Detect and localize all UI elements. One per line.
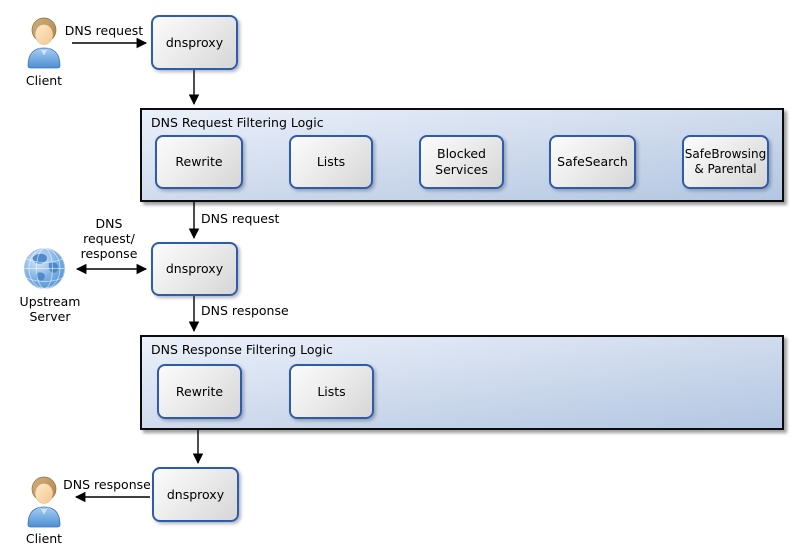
client-icon [27, 17, 61, 69]
client-bottom-label: Client [25, 531, 63, 546]
edge-label-dns-response-mid: DNS response [201, 303, 289, 318]
client-top-label: Client [25, 73, 63, 88]
upstream-server-label: Upstream Server [19, 294, 81, 324]
edge-label-client-request: DNS request [64, 23, 144, 38]
response-lists-node: Lists [289, 364, 374, 419]
response-filtering-container: DNS Response Filtering Logic Rewrite Lis… [140, 335, 784, 430]
edge-label-upstream-exchange: DNS request/ response [80, 216, 138, 261]
edge-label-client-response: DNS response [63, 477, 151, 492]
edge-label-dns-request-mid: DNS request [201, 211, 280, 226]
blocked-services-node: Blocked Services [419, 135, 504, 189]
request-rewrite-node: Rewrite [155, 135, 243, 189]
dnsproxy-node-middle: dnsproxy [151, 242, 238, 296]
upstream-server-icon [23, 247, 66, 290]
client-icon-bottom [27, 476, 61, 528]
response-filtering-title: DNS Response Filtering Logic [151, 342, 333, 357]
request-filtering-container: DNS Request Filtering Logic Rewrite List… [140, 108, 784, 202]
request-filtering-title: DNS Request Filtering Logic [151, 115, 324, 130]
dnsproxy-node-top: dnsproxy [151, 15, 238, 70]
response-rewrite-node: Rewrite [157, 364, 242, 419]
dnsproxy-node-bottom: dnsproxy [152, 467, 239, 522]
safebrowsing-parental-node: SafeBrowsing & Parental [682, 135, 769, 189]
request-lists-node: Lists [289, 135, 373, 189]
safesearch-node: SafeSearch [549, 135, 636, 189]
